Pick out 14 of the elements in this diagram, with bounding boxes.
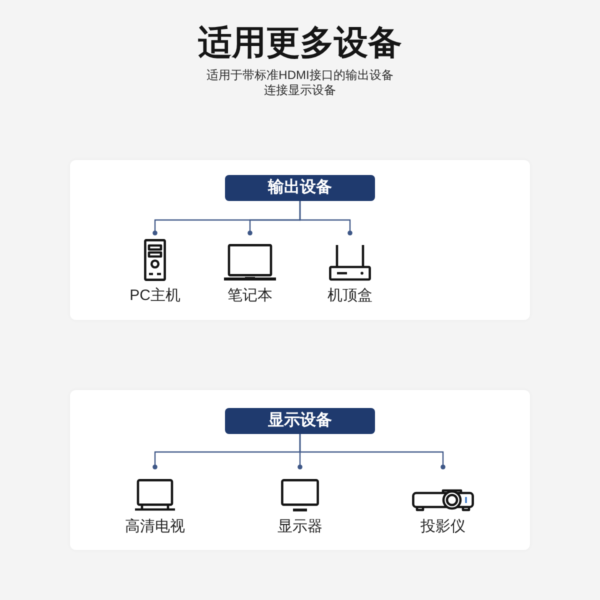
device-label: 显示器 [278,518,322,536]
device-label: 高清电视 [125,518,185,536]
connector-line [299,434,446,470]
panel-card [70,160,530,320]
subtitle: 适用于带标准HDMI接口的输出设备连接显示设备 [206,68,394,98]
device-label: PC主机 [130,287,180,305]
connector-line [299,201,352,236]
device-label: 投影仪 [420,518,466,536]
title: 适用更多设备 [197,23,403,64]
category-header: 输出设备 [225,175,375,201]
device-label: 笔记本 [228,287,272,305]
device-label: 机顶盒 [328,287,372,305]
panel-card [70,390,530,550]
category-header: 显示设备 [225,408,375,434]
